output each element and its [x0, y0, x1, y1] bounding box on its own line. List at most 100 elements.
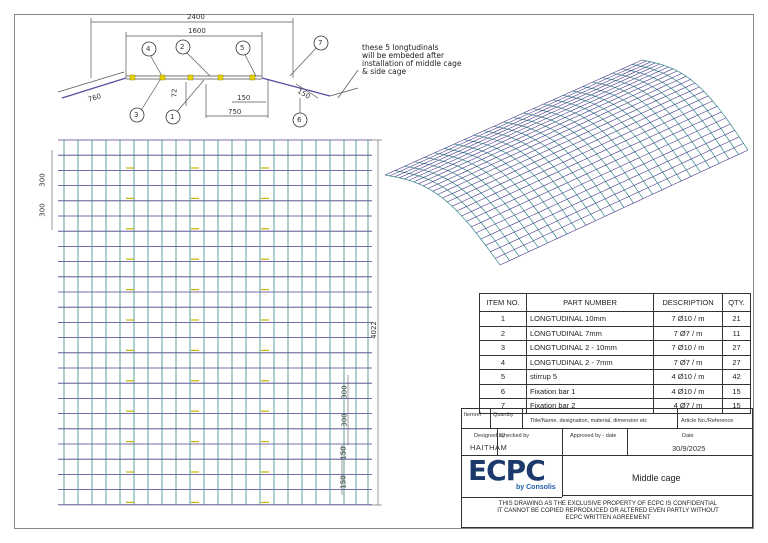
iso-longitudinal-bar	[423, 70, 678, 187]
balloon-1: 1	[170, 113, 175, 121]
bom-item: 6	[479, 383, 527, 399]
bom-desc: 7 Ø7 / m	[653, 325, 723, 341]
iso-transverse-bar	[444, 148, 558, 239]
iso-transverse-bar	[424, 156, 539, 248]
iso-longitudinal-bar	[466, 106, 718, 222]
confidential-line-1: THIS DRAWING AS THE EXCLUSIVE PROPERTY O…	[498, 501, 718, 507]
note-line-3: installation of middle cage	[362, 59, 462, 68]
tb-title-name-label: Title/Name, designation, material, dimen…	[530, 418, 648, 424]
logo-subtitle: by Consolis	[516, 484, 556, 491]
iso-longitudinal-bar	[437, 79, 691, 195]
confidentiality-notice: THIS DRAWING AS THE EXCLUSIVE PROPERTY O…	[464, 501, 752, 522]
balloon-2: 2	[180, 43, 185, 51]
iso-longitudinal-bar	[471, 111, 722, 228]
bom-qty: 27	[722, 354, 751, 370]
dim-1600: 1600	[188, 27, 206, 35]
bom-part: LONGTUDINAL 7mm	[526, 325, 654, 341]
iso-longitudinal-bar	[408, 65, 665, 181]
tb-article-label: Article No./Reference	[681, 418, 734, 424]
dim-750: 750	[228, 108, 242, 116]
iso-transverse-bar	[384, 174, 501, 266]
dim-300-b: 300	[38, 203, 47, 217]
balloon-7: 7	[318, 39, 323, 47]
balloon-3: 3	[134, 111, 139, 119]
bom-header-desc: DESCRIPTION	[653, 293, 723, 312]
iso-transverse-bar	[434, 152, 548, 244]
tb-designed-label: Designed by	[474, 433, 505, 439]
iso-transverse-bar	[622, 68, 730, 159]
iso-longitudinal-bar	[451, 90, 704, 207]
iso-longitudinal-bar	[399, 62, 656, 179]
iso-transverse-bar	[582, 86, 692, 177]
confidential-line-3: ECPC WRITTEN AGREEMENT	[565, 515, 651, 521]
tb-quantity-label: Quantity	[493, 412, 514, 418]
dim-300-c: 300	[340, 385, 349, 399]
logo-wordmark: ECPC	[468, 454, 546, 487]
iso-transverse-bar	[632, 64, 739, 155]
dim-300-d: 300	[340, 413, 349, 427]
iso-transverse-bar	[513, 117, 625, 208]
bom-qty: 27	[722, 340, 751, 356]
iso-transverse-bar	[483, 130, 596, 222]
balloon-6: 6	[297, 116, 302, 124]
tb-itemref-label: Itemref	[464, 412, 482, 418]
dim-2400: 2400	[187, 13, 205, 21]
iso-transverse-bar	[404, 165, 520, 257]
bom-part: LONGTUDINAL 10mm	[526, 311, 654, 327]
iso-transverse-bar	[562, 95, 672, 186]
bom-item: 1	[479, 311, 527, 327]
iso-transverse-bar	[523, 112, 634, 204]
iso-transverse-bar	[572, 90, 682, 182]
bom-header-item: ITEM NO.	[479, 293, 527, 312]
bom-part: Fixation bar 1	[526, 383, 654, 399]
drawing-sheet	[14, 14, 754, 529]
bom-header-qty: QTY.	[722, 293, 751, 312]
isometric-view-mesh	[384, 59, 749, 266]
bom-qty: 42	[722, 369, 751, 385]
iso-longitudinal-bar	[442, 82, 696, 199]
iso-transverse-bar	[493, 125, 606, 217]
iso-longitudinal-bar	[384, 59, 643, 176]
iso-transverse-bar	[454, 143, 568, 235]
tb-approved-label: Approved by - date	[570, 433, 617, 439]
dim-300-a: 300	[38, 173, 47, 187]
iso-transverse-bar	[473, 134, 587, 226]
bom-qty: 15	[722, 383, 751, 399]
iso-transverse-bar	[414, 161, 529, 252]
title-block: Itemref Quantity Title/Name, designation…	[461, 408, 753, 528]
ecpc-logo: ECPC by Consolis	[468, 457, 562, 495]
iso-transverse-bar	[464, 139, 577, 230]
dim-150: 150	[237, 94, 251, 102]
bom-part: LONGTUDINAL 2 - 10mm	[526, 340, 654, 356]
tb-designed-value: HAITHAM	[470, 443, 508, 452]
iso-longitudinal-bar	[480, 123, 731, 240]
iso-longitudinal-bar	[432, 75, 687, 192]
bom-qty: 21	[722, 311, 751, 327]
iso-transverse-bar	[503, 121, 615, 213]
bom-part: stirrup 5	[526, 369, 654, 385]
iso-longitudinal-bar	[490, 136, 740, 253]
note-line-2: will be embeded after	[362, 51, 445, 60]
bom-header-part: PART NUMBER	[526, 293, 654, 312]
dim-4022: 4022	[369, 321, 378, 339]
tb-date-value: 30/9/2025	[672, 444, 706, 453]
iso-longitudinal-bar	[485, 130, 735, 246]
bom-item: 3	[479, 340, 527, 356]
dim-150-a: 150	[339, 446, 348, 460]
iso-longitudinal-bar	[413, 66, 669, 183]
iso-longitudinal-bar	[418, 68, 674, 185]
bom-item: 4	[479, 354, 527, 370]
bom-part: LONGTUDINAL 2 - 7mm	[526, 354, 654, 370]
iso-longitudinal-bar	[447, 86, 700, 203]
tb-checked-label: Checked by	[500, 433, 530, 439]
iso-longitudinal-bar	[499, 149, 749, 266]
iso-transverse-bar	[394, 170, 510, 261]
iso-transverse-bar	[592, 81, 701, 173]
bom-header-row: ITEM NO. PART NUMBER DESCRIPTION QTY.	[479, 293, 751, 312]
